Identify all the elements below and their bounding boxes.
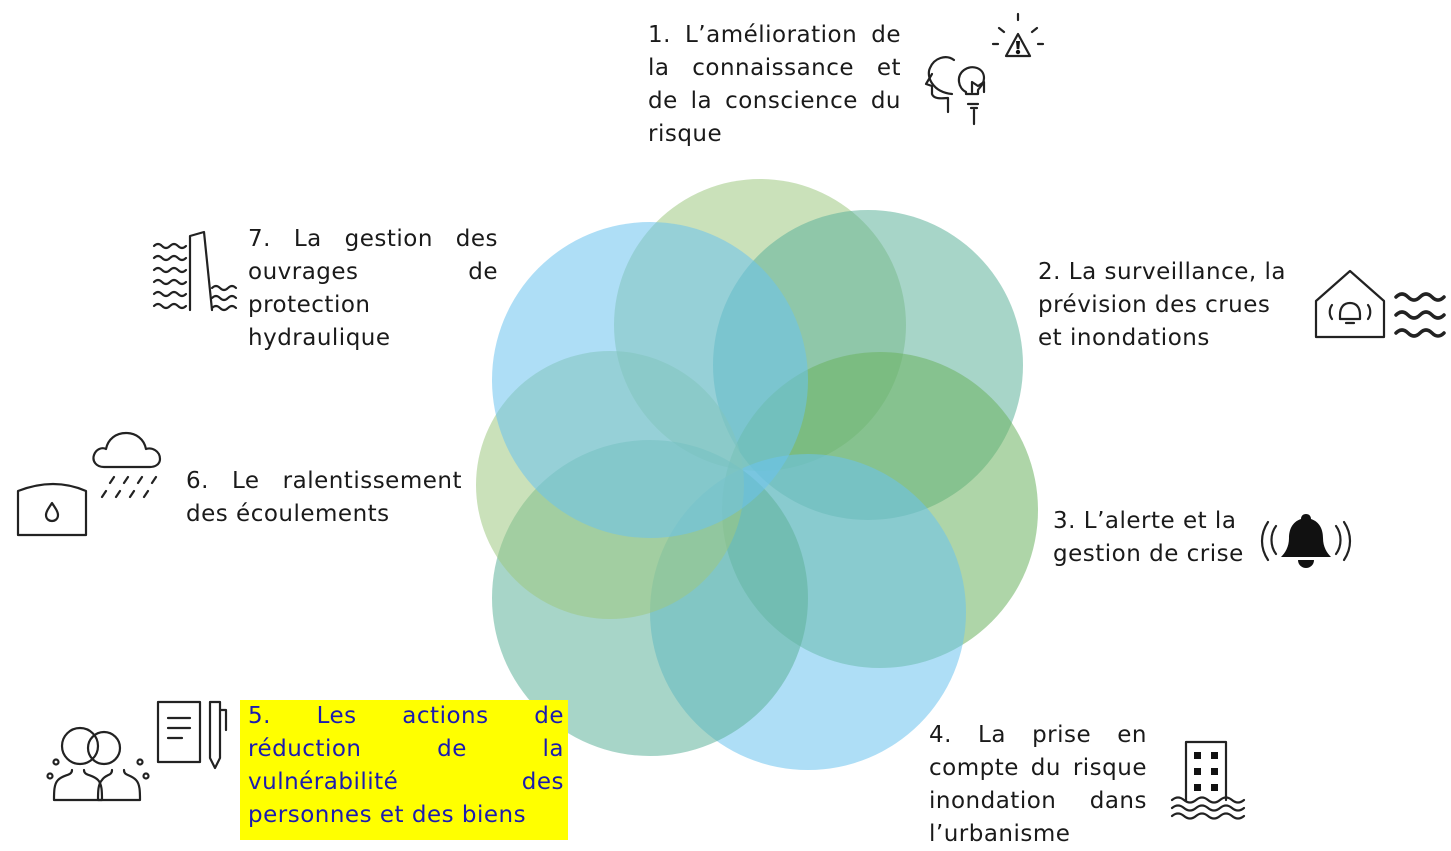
dam-waves-icon bbox=[150, 228, 242, 318]
label-7: 7. La gestion des ouvrages de protection… bbox=[248, 226, 498, 351]
circle-7 bbox=[492, 222, 808, 538]
label-2: 2. La surveillance, la prévision des cru… bbox=[1038, 259, 1286, 351]
head-lightbulb-warning-icon bbox=[918, 6, 1045, 131]
ringing-bell-icon bbox=[1260, 508, 1352, 574]
rain-cloud-tank-icon bbox=[14, 425, 184, 541]
label-1: 1. L’amélioration de la connaissance et … bbox=[648, 22, 901, 147]
people-document-pen-icon bbox=[42, 690, 242, 820]
label-5-highlighted: 5. Les actions de réduction de la vulnér… bbox=[240, 700, 568, 840]
label-6: 6. Le ralentissement des écoulements bbox=[186, 468, 462, 527]
flooded-building-icon bbox=[1168, 738, 1254, 824]
label-3: 3. L’alerte et la gestion de crise bbox=[1053, 508, 1244, 567]
label-4: 4. La prise en compte du risque inondati… bbox=[929, 722, 1147, 847]
house-alarm-waves-icon bbox=[1312, 265, 1451, 355]
